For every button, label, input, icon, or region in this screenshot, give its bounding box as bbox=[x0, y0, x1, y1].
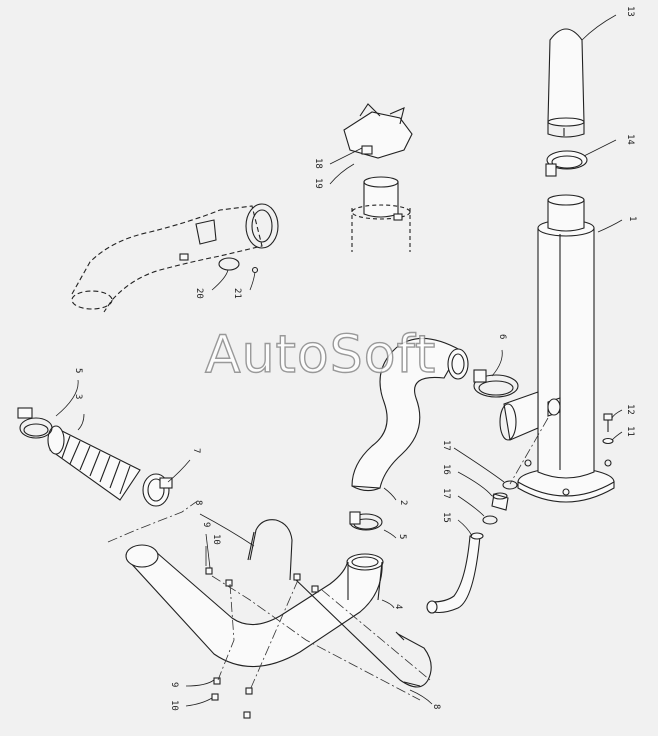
callout-5-lower: 5 bbox=[397, 534, 407, 539]
part-4-exhaust-pipe bbox=[125, 544, 384, 668]
callout-9-upper: 9 bbox=[201, 522, 211, 527]
callout-8-upper: 8 bbox=[193, 500, 203, 505]
leader-lines bbox=[55, 14, 623, 707]
part-5-clamp-lower bbox=[349, 511, 383, 531]
callout-3: 3 bbox=[73, 394, 83, 399]
part-5-clamp-upper bbox=[17, 407, 53, 439]
callout-20: 20 bbox=[194, 288, 204, 299]
part-13-exhaust-tip bbox=[547, 28, 585, 138]
part-18-19-cover bbox=[343, 103, 413, 252]
callout-21: 21 bbox=[232, 288, 242, 299]
part-7-clamp bbox=[142, 473, 173, 507]
part-17-ring-upper bbox=[502, 480, 518, 490]
callout-10-lower: 10 bbox=[169, 700, 179, 711]
part-3-flex-hose bbox=[47, 425, 141, 501]
part-2-elbow-hose bbox=[351, 337, 469, 492]
part-16-spacer bbox=[491, 492, 509, 511]
callout-18: 18 bbox=[313, 158, 323, 169]
part-12-bolt bbox=[603, 413, 613, 432]
part-8-strap-upper bbox=[247, 519, 293, 581]
part-20-21-inlet-duct bbox=[71, 203, 279, 313]
callout-16: 16 bbox=[441, 464, 451, 475]
part-6-clamp bbox=[473, 369, 519, 398]
callout-17-upper: 17 bbox=[441, 440, 451, 451]
callout-8-lower: 8 bbox=[431, 704, 441, 709]
assembly-lines bbox=[107, 417, 549, 701]
callout-7: 7 bbox=[191, 448, 201, 453]
callout-19: 19 bbox=[313, 178, 323, 189]
watermark: AutoSoft bbox=[205, 325, 436, 385]
part-15-drain-hose bbox=[426, 532, 484, 614]
callout-1: 1 bbox=[627, 216, 637, 221]
callout-4: 4 bbox=[393, 604, 403, 609]
callout-5-upper: 5 bbox=[73, 368, 83, 373]
part-8-strap-lower bbox=[293, 577, 432, 688]
callout-13: 13 bbox=[625, 6, 635, 17]
part-1-muffler bbox=[499, 194, 615, 503]
callout-10-upper: 10 bbox=[211, 534, 221, 545]
callout-17-lower: 17 bbox=[441, 488, 451, 499]
callout-12: 12 bbox=[625, 404, 635, 415]
callout-14: 14 bbox=[625, 134, 635, 145]
callout-2: 2 bbox=[398, 500, 408, 505]
part-11-washer bbox=[602, 437, 614, 445]
callout-labels: 1 2 3 4 5 5 6 7 8 8 9 9 10 10 11 12 13 1… bbox=[73, 6, 637, 711]
callout-9-lower: 9 bbox=[169, 682, 179, 687]
callout-15: 15 bbox=[441, 512, 451, 523]
part-17-ring-lower bbox=[482, 515, 498, 525]
callout-6: 6 bbox=[497, 334, 507, 339]
part-9-10-fasteners bbox=[205, 567, 319, 719]
callout-11: 11 bbox=[625, 426, 635, 437]
part-14-clamp bbox=[545, 150, 588, 177]
